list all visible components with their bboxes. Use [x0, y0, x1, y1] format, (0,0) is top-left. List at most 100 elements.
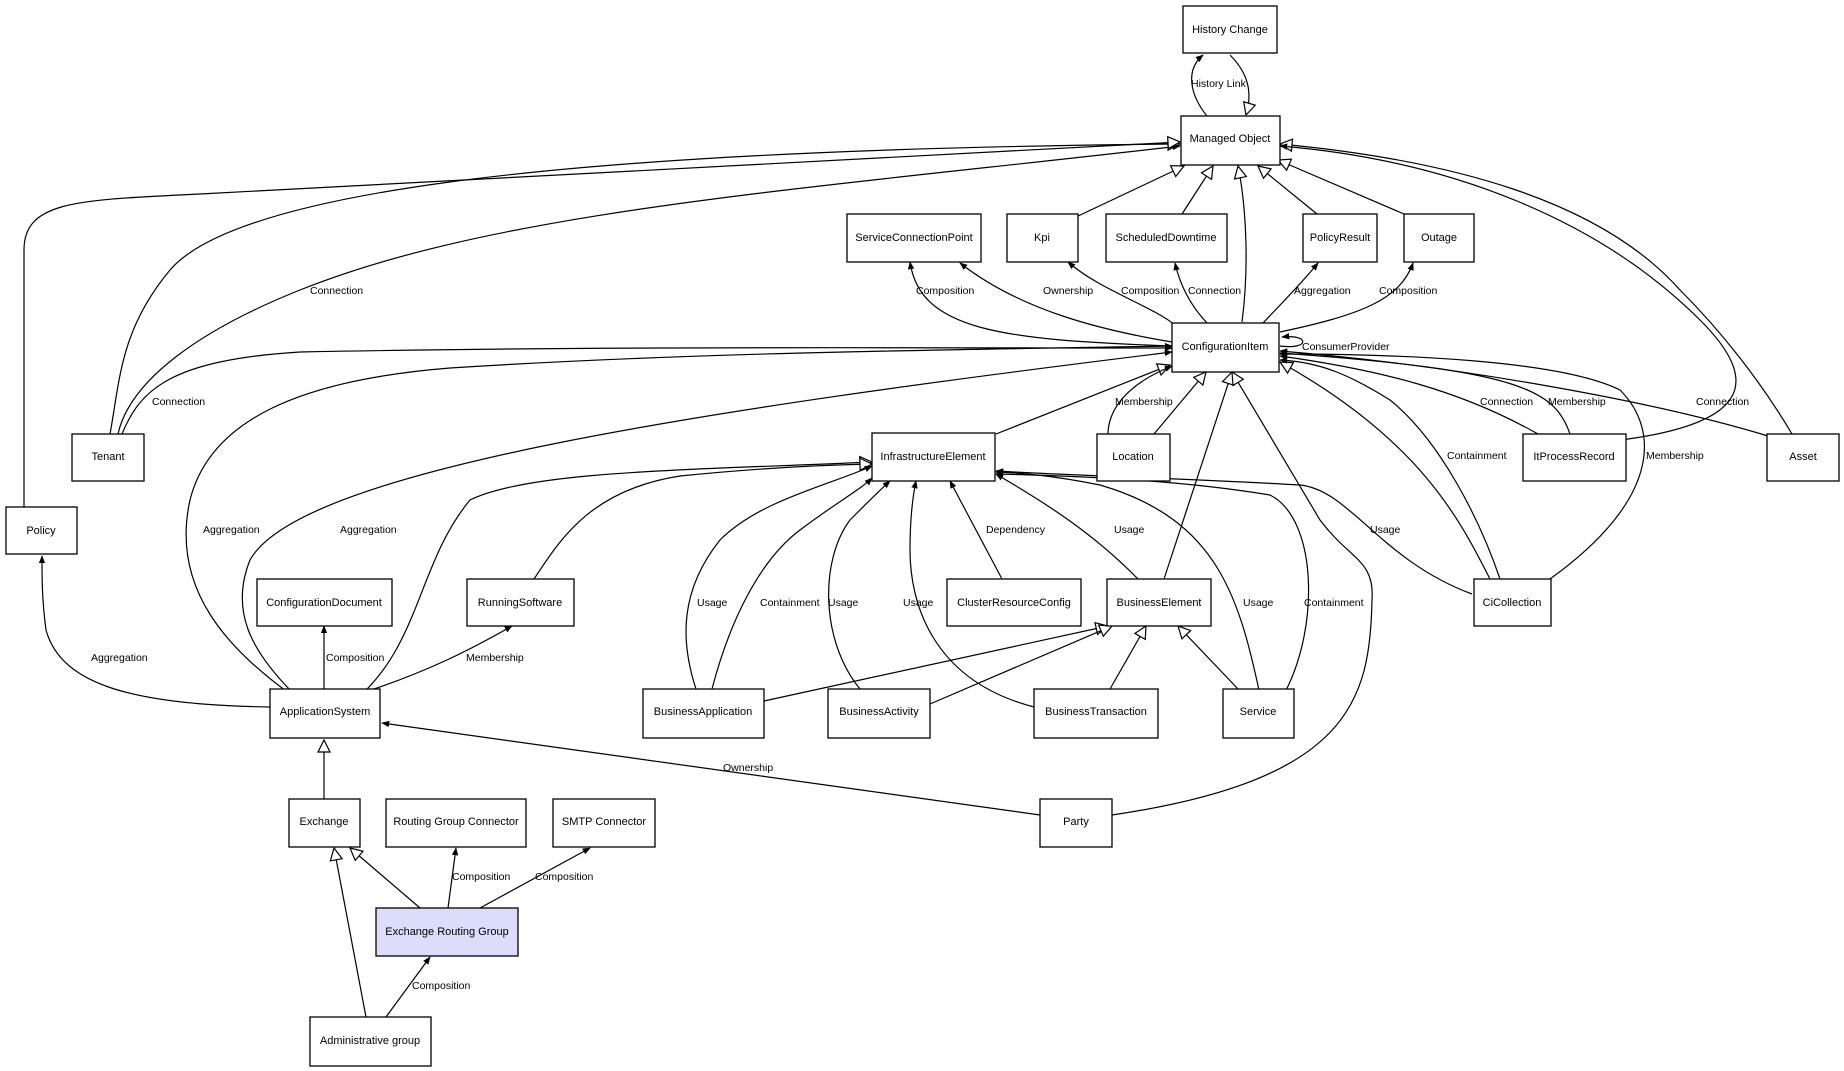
edge-label: Containment — [1447, 450, 1507, 462]
edge-label: Aggregation — [91, 652, 148, 664]
node-outage[interactable]: Outage — [1403, 213, 1475, 263]
edge-label: Composition — [326, 652, 385, 664]
node-policy-result[interactable]: PolicyResult — [1302, 213, 1378, 263]
node-business-element[interactable]: BusinessElement — [1106, 578, 1212, 627]
edge-as-aggregation-ci-2: Aggregation — [241, 349, 1173, 695]
edge-label: Usage — [1370, 524, 1401, 536]
edge-asset-inherits-managed-object — [1280, 144, 1793, 435]
node-business-activity[interactable]: BusinessActivity — [827, 688, 931, 739]
edge-be-usage-ie: Usage — [995, 473, 1145, 580]
node-policy[interactable]: Policy — [5, 506, 78, 555]
edge-label: History Link — [1191, 78, 1247, 90]
edge-label: Connection — [152, 396, 205, 408]
edge-cic-inherits-ci — [1280, 362, 1491, 580]
edge-erg-composition-rgc: Composition — [447, 847, 511, 909]
node-configuration-document[interactable]: ConfigurationDocument — [256, 578, 393, 627]
edge-label: Composition — [1121, 285, 1180, 297]
edge-party-ownership-as: Ownership — [381, 720, 1041, 816]
node-exchange[interactable]: Exchange — [288, 798, 361, 848]
node-cluster-resource-config[interactable]: ClusterResourceConfig — [946, 578, 1082, 627]
node-running-software[interactable]: RunningSoftware — [466, 578, 575, 627]
edge-label: Membership — [466, 652, 524, 664]
edge-ba-containment-ie: Containment — [711, 477, 873, 690]
node-business-application[interactable]: BusinessApplication — [642, 688, 765, 739]
edge-label: Connection — [310, 285, 363, 297]
node-administrative-group[interactable]: Administrative group — [309, 1016, 432, 1067]
node-label: Service — [1240, 706, 1277, 718]
node-label: Policy — [26, 525, 56, 537]
node-party[interactable]: Party — [1039, 798, 1113, 848]
node-history-change[interactable]: History Change — [1182, 5, 1278, 54]
node-smtp-connector[interactable]: SMTP Connector — [552, 798, 656, 848]
edge-party-inherits-ci — [1111, 372, 1373, 816]
edge-label: Membership — [1548, 396, 1606, 408]
edge-cic-membership-ci: Membership — [1279, 350, 1704, 580]
node-routing-group-connector[interactable]: Routing Group Connector — [385, 798, 527, 848]
edge-itpr-connection-ci: Connection — [1279, 353, 1539, 435]
node-location[interactable]: Location — [1096, 433, 1171, 482]
node-infrastructure-element[interactable]: InfrastructureElement — [871, 432, 996, 482]
node-kpi[interactable]: Kpi — [1006, 213, 1079, 263]
edge-bt-inherits-be — [1109, 626, 1146, 690]
edge-label: Usage — [1114, 524, 1145, 536]
edge-ba-inherits-be — [763, 626, 1108, 702]
edge-ci-composition-outage: Composition — [1279, 262, 1438, 333]
edge-ci-consumer-provider: ConsumerProvider — [1279, 333, 1390, 353]
edge-svc-containment-ie: Containment — [995, 470, 1364, 705]
node-label: Tenant — [91, 451, 124, 463]
node-business-transaction[interactable]: BusinessTransaction — [1033, 688, 1159, 739]
node-label: CiCollection — [1483, 597, 1542, 609]
edge-erg-composition-smtp: Composition — [479, 847, 594, 909]
node-service[interactable]: Service — [1222, 688, 1295, 739]
node-label: Routing Group Connector — [393, 816, 519, 828]
edge-pr-inherits-managed-object — [1258, 166, 1318, 215]
edge-label: Ownership — [1043, 285, 1093, 297]
edge-label: Connection — [1188, 285, 1241, 297]
edge-label: Aggregation — [203, 524, 260, 536]
edge-policy-inherits-managed-object — [23, 142, 1180, 507]
edge-as-aggregation-ci-1: Aggregation — [185, 342, 1173, 695]
node-label: History Change — [1192, 24, 1268, 36]
node-ci-collection[interactable]: CiCollection — [1473, 578, 1552, 627]
edge-label: Connection — [1480, 396, 1533, 408]
node-service-connection-point[interactable]: ServiceConnectionPoint — [846, 213, 982, 263]
node-label: Party — [1063, 816, 1089, 828]
node-scheduled-downtime[interactable]: ScheduledDowntime — [1105, 213, 1228, 263]
edge-ie-inherits-ci — [995, 365, 1170, 435]
node-label: Location — [1112, 451, 1154, 463]
node-asset[interactable]: Asset — [1766, 433, 1840, 482]
edge-ci-composition-scp: Composition — [907, 261, 1173, 347]
node-label: InfrastructureElement — [880, 451, 985, 463]
node-label: ServiceConnectionPoint — [855, 232, 972, 244]
node-configuration-item[interactable]: ConfigurationItem — [1171, 322, 1280, 373]
node-managed-object[interactable]: Managed Object — [1180, 115, 1281, 166]
node-label: ItProcessRecord — [1533, 451, 1614, 463]
node-label: Kpi — [1034, 232, 1050, 244]
node-tenant[interactable]: Tenant — [71, 433, 145, 482]
node-label: Exchange Routing Group — [385, 926, 509, 938]
node-it-process-record[interactable]: ItProcessRecord — [1522, 433, 1627, 482]
edge-cic-usage-ie: Usage — [995, 468, 1473, 595]
edge-as-membership-rs: Membership — [373, 625, 524, 690]
edge-svc-inherits-be — [1178, 626, 1239, 690]
edge-label: Usage — [903, 597, 934, 609]
edge-label: Composition — [535, 871, 594, 883]
node-label: Outage — [1421, 232, 1457, 244]
edge-rs-inherits-ie — [533, 464, 872, 580]
node-application-system[interactable]: ApplicationSystem — [269, 688, 381, 739]
node-exchange-routing-group[interactable]: Exchange Routing Group — [375, 907, 519, 957]
edge-as-composition-cd: Composition — [320, 625, 385, 689]
edge-tenant-connection-managed-object: Connection — [117, 143, 1181, 435]
edge-label: Containment — [760, 597, 820, 609]
edge-kpi-inherits-managed-object — [1075, 166, 1184, 218]
edge-label: Dependency — [986, 524, 1046, 536]
node-label: ConfigurationItem — [1182, 341, 1269, 353]
edge-outage-inherits-managed-object — [1278, 160, 1405, 215]
edge-as-inherits-ie — [361, 462, 872, 695]
edge-sd-inherits-managed-object — [1181, 166, 1213, 215]
edge-label: Composition — [452, 871, 511, 883]
edge-bact-usage-ie: Usage — [828, 480, 891, 690]
edge-label: Usage — [1243, 597, 1274, 609]
node-label: Asset — [1789, 451, 1817, 463]
